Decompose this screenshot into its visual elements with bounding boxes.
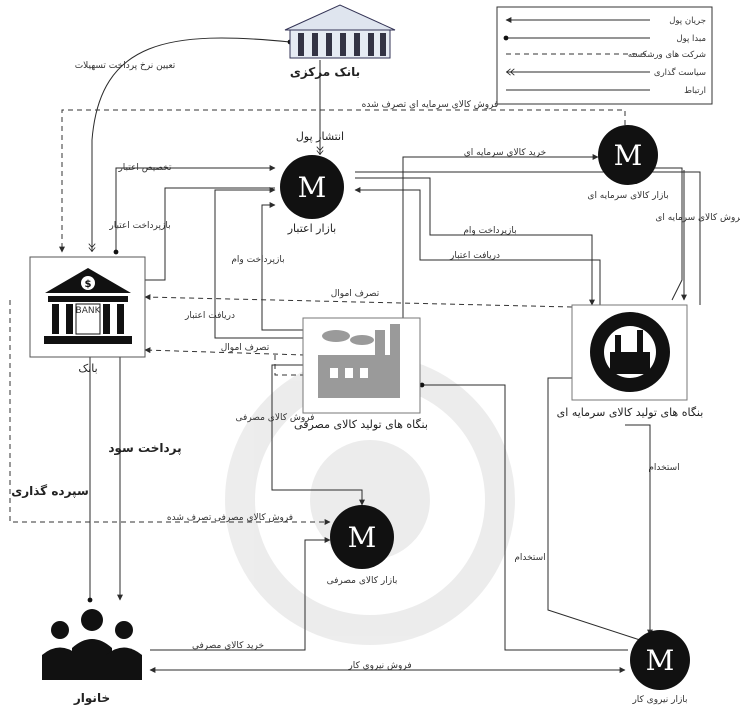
labor-market-node: M بازار نیروی کار — [630, 630, 690, 705]
edge-label-interest-payment: پرداخت سود — [108, 441, 181, 456]
legend: جریان پول مبدا پول شرکت های ورشکسته سیاس… — [496, 6, 713, 105]
edge-label-credit-receipt-2: دریافت اعتبار — [449, 251, 500, 261]
bank-building-icon: $ — [44, 268, 132, 344]
edge-label-buy-capital: خرید کالای سرمایه ای — [464, 148, 547, 158]
legend-money-flow: جریان پول — [669, 16, 706, 26]
central-bank-node: بانک مرکزی — [284, 4, 396, 79]
gear-factory-icon — [590, 312, 670, 392]
legend-bankrupt-firms: شرکت های ورشکسته — [628, 50, 706, 60]
edge-label-sell-capital: فروش کالای سرمایه ای — [655, 213, 740, 223]
capital-firms-node: بنگاه های تولید کالای سرمایه ای — [557, 304, 704, 419]
edge-label-buy-consumer: خرید کالای مصرفی — [192, 641, 264, 651]
edge-label-employment-2: استخدام — [514, 553, 545, 563]
edge-label-employment-1: استخدام — [648, 463, 679, 473]
edge-label-credit-allocation: تخصیص اعتبار — [117, 163, 172, 173]
edge-label-money-issuance: انتشار پول — [296, 130, 344, 143]
edge-label-credit-receipt-1: دریافت اعتبار — [184, 311, 235, 321]
edge-label-loan-repayment-2: بازپرداخت وام — [463, 226, 516, 236]
edge-label-sell-consumer: فروش کالای مصرفی — [236, 413, 315, 423]
capital-market-symbol: M — [614, 139, 643, 172]
edge-label-credit-repayment: بازپرداخت اعتبار — [108, 221, 170, 231]
edge-label-asset-seizure-1: تصرف اموال — [331, 289, 380, 299]
capital-firms-label: بنگاه های تولید کالای سرمایه ای — [557, 406, 704, 419]
legend-money-source: مبدا پول — [676, 34, 706, 44]
edge-label-interest-rate: تعیین نرخ پرداخت تسهیلات — [75, 61, 176, 71]
edge-label-loan-repayment-1: بازپرداخت وام — [231, 255, 284, 265]
consumer-market-symbol: M — [348, 521, 377, 554]
consumer-firms-node: بنگاه های تولید کالای مصرفی — [294, 317, 428, 431]
connections — [9, 37, 701, 673]
edge-label-sale-consumer-bankrupt: فروش کالای مصرفی تصرف شده — [167, 513, 293, 523]
labor-market-symbol: M — [646, 644, 675, 677]
bank-label: بانک — [78, 362, 97, 375]
edge-label-asset-seizure-2: تصرف اموال — [221, 343, 270, 353]
legend-policy-making: سیاست گذاری — [654, 67, 706, 78]
svg-text:$: $ — [85, 279, 92, 290]
edge-label-deposit: سپرده گذاری — [11, 484, 89, 498]
bank-logo-text: BANK — [76, 306, 102, 316]
edge-labels: تعیین نرخ پرداخت تسهیلات انتشار پول فروش… — [11, 61, 740, 671]
bank-node: $ BANK بانک — [29, 256, 146, 375]
central-bank-label: بانک مرکزی — [290, 65, 360, 79]
central-bank-building-icon — [284, 4, 396, 59]
consumer-market-label: بازار کالای مصرفی — [327, 576, 398, 586]
labor-market-label: بازار نیروی کار — [631, 695, 687, 705]
edge-label-sell-labor: فروش نیروی کار — [347, 661, 411, 671]
credit-market-symbol: M — [298, 171, 327, 204]
capital-goods-market-node: M بازار کالای سرمایه ای — [587, 125, 669, 201]
consumer-firms-label: بنگاه های تولید کالای مصرفی — [294, 418, 428, 431]
households-node: خانوار — [42, 609, 142, 706]
credit-market-label: بازار اعتبار — [287, 222, 337, 235]
households-label: خانوار — [73, 691, 110, 706]
credit-market-node: M بازار اعتبار — [280, 155, 344, 235]
consumer-goods-market-node: M بازار کالای مصرفی — [327, 505, 398, 586]
people-icon — [42, 609, 142, 680]
edge-label-sale-capital-bankrupt: فروش کالای سرمایه ای تصرف شده — [362, 100, 499, 110]
factory-icon — [318, 324, 400, 398]
capital-market-label: بازار کالای سرمایه ای — [587, 191, 668, 201]
legend-connection: ارتباط — [684, 86, 706, 96]
